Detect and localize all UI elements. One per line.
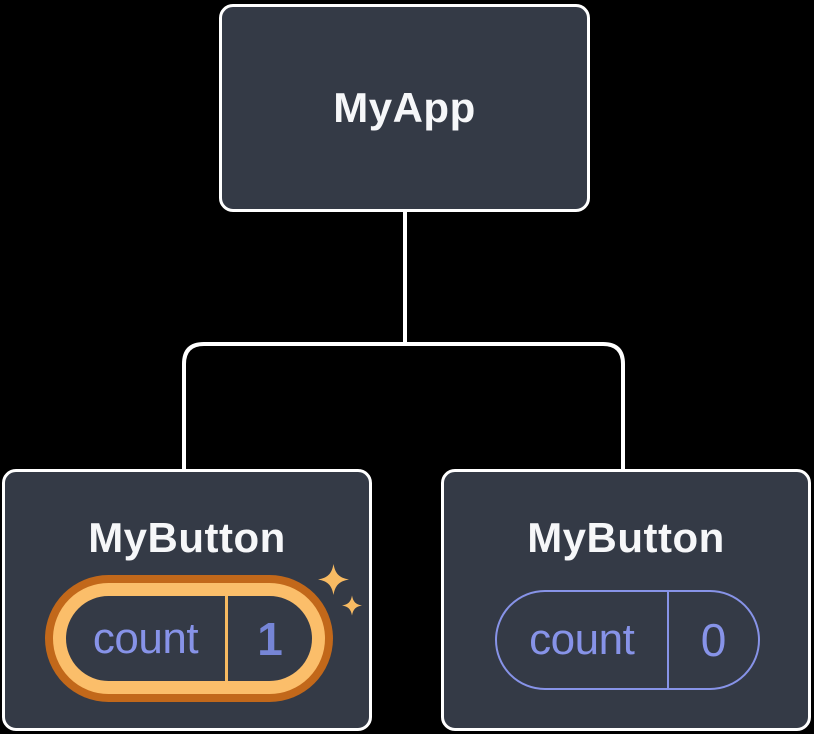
state-pill-divider xyxy=(666,592,669,688)
child-component-node-highlighted: MyButton count 1 xyxy=(2,469,372,731)
state-pill-divider xyxy=(225,596,228,681)
child-component-node-plain: MyButton count 0 xyxy=(441,469,811,731)
state-value: 1 xyxy=(257,612,283,665)
state-value: 0 xyxy=(700,614,727,666)
state-pill-plain: count 0 xyxy=(495,590,760,690)
root-node-title: MyApp xyxy=(333,84,476,131)
sparkle-large-icon xyxy=(318,564,349,595)
state-key-label: count xyxy=(92,613,199,663)
state-key-label: count xyxy=(529,615,635,664)
root-component-node: MyApp xyxy=(219,4,590,212)
child-node-title: MyButton xyxy=(527,514,725,561)
state-pill-highlighted: count 1 xyxy=(53,583,325,694)
child-node-title: MyButton xyxy=(88,514,286,561)
sparkle-small-icon xyxy=(342,595,362,616)
